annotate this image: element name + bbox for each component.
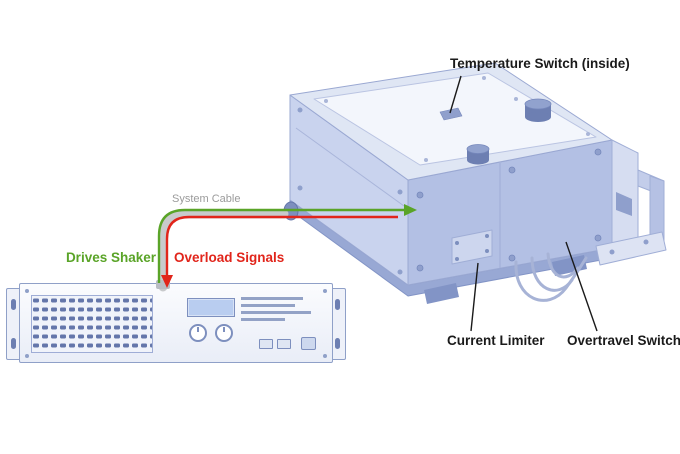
temperature-switch-leader	[449, 75, 462, 114]
amplifier-knob-right	[215, 324, 233, 342]
panel-screw	[323, 289, 327, 293]
amplifier-button	[277, 339, 291, 349]
rack-mount-hole	[11, 338, 16, 349]
panel-screw	[25, 289, 29, 293]
current-limiter-module	[451, 229, 493, 265]
overtravel-switch-label: Overtravel Switch	[567, 333, 680, 348]
shaker-illustration	[283, 62, 667, 304]
rack-mount-hole	[11, 299, 16, 310]
end-plate-connector	[616, 192, 632, 216]
amplifier-power-switch	[301, 337, 316, 350]
shaker-left-face	[289, 94, 409, 286]
shaker-top-mount	[466, 144, 490, 165]
overtravel-switch-leader	[565, 241, 598, 332]
rack-mount-hole	[335, 338, 340, 349]
overload-signals-label: Overload Signals	[174, 250, 285, 265]
amplifier-button	[259, 339, 273, 349]
amplifier-front-panel	[19, 283, 333, 363]
shaker-right-face	[407, 139, 613, 286]
amplifier-panel-fine-print	[241, 297, 321, 325]
shaker-cable-connector	[283, 201, 299, 221]
shaker-cable-loops	[514, 252, 588, 302]
system-cable-label: System Cable	[172, 193, 241, 205]
amplifier-vent-grille	[31, 295, 153, 353]
shaker-top-mount	[524, 98, 552, 122]
shaker-foot	[424, 283, 459, 304]
overtravel-switch-bracket	[595, 169, 667, 266]
temperature-switch-label: Temperature Switch (inside)	[450, 56, 630, 71]
drives-shaker-label: Drives Shaker	[65, 250, 156, 265]
drive-signal-arrow	[157, 204, 417, 283]
leader-lines	[449, 75, 598, 332]
amplifier-display	[187, 298, 235, 317]
amplifier-knob-left	[189, 324, 207, 342]
shaker-end-plate	[611, 139, 639, 251]
amplifier-illustration	[6, 283, 346, 363]
shaker-foot	[552, 255, 587, 276]
panel-screw	[25, 354, 29, 358]
temperature-switch-marker	[439, 107, 463, 121]
panel-screw	[323, 354, 327, 358]
current-limiter-label: Current Limiter	[447, 333, 545, 348]
shaker-top-lid	[313, 72, 597, 166]
rack-mount-hole	[335, 299, 340, 310]
shaker-top-face	[289, 62, 613, 181]
shaker-base	[289, 199, 613, 297]
current-limiter-leader	[470, 262, 479, 332]
